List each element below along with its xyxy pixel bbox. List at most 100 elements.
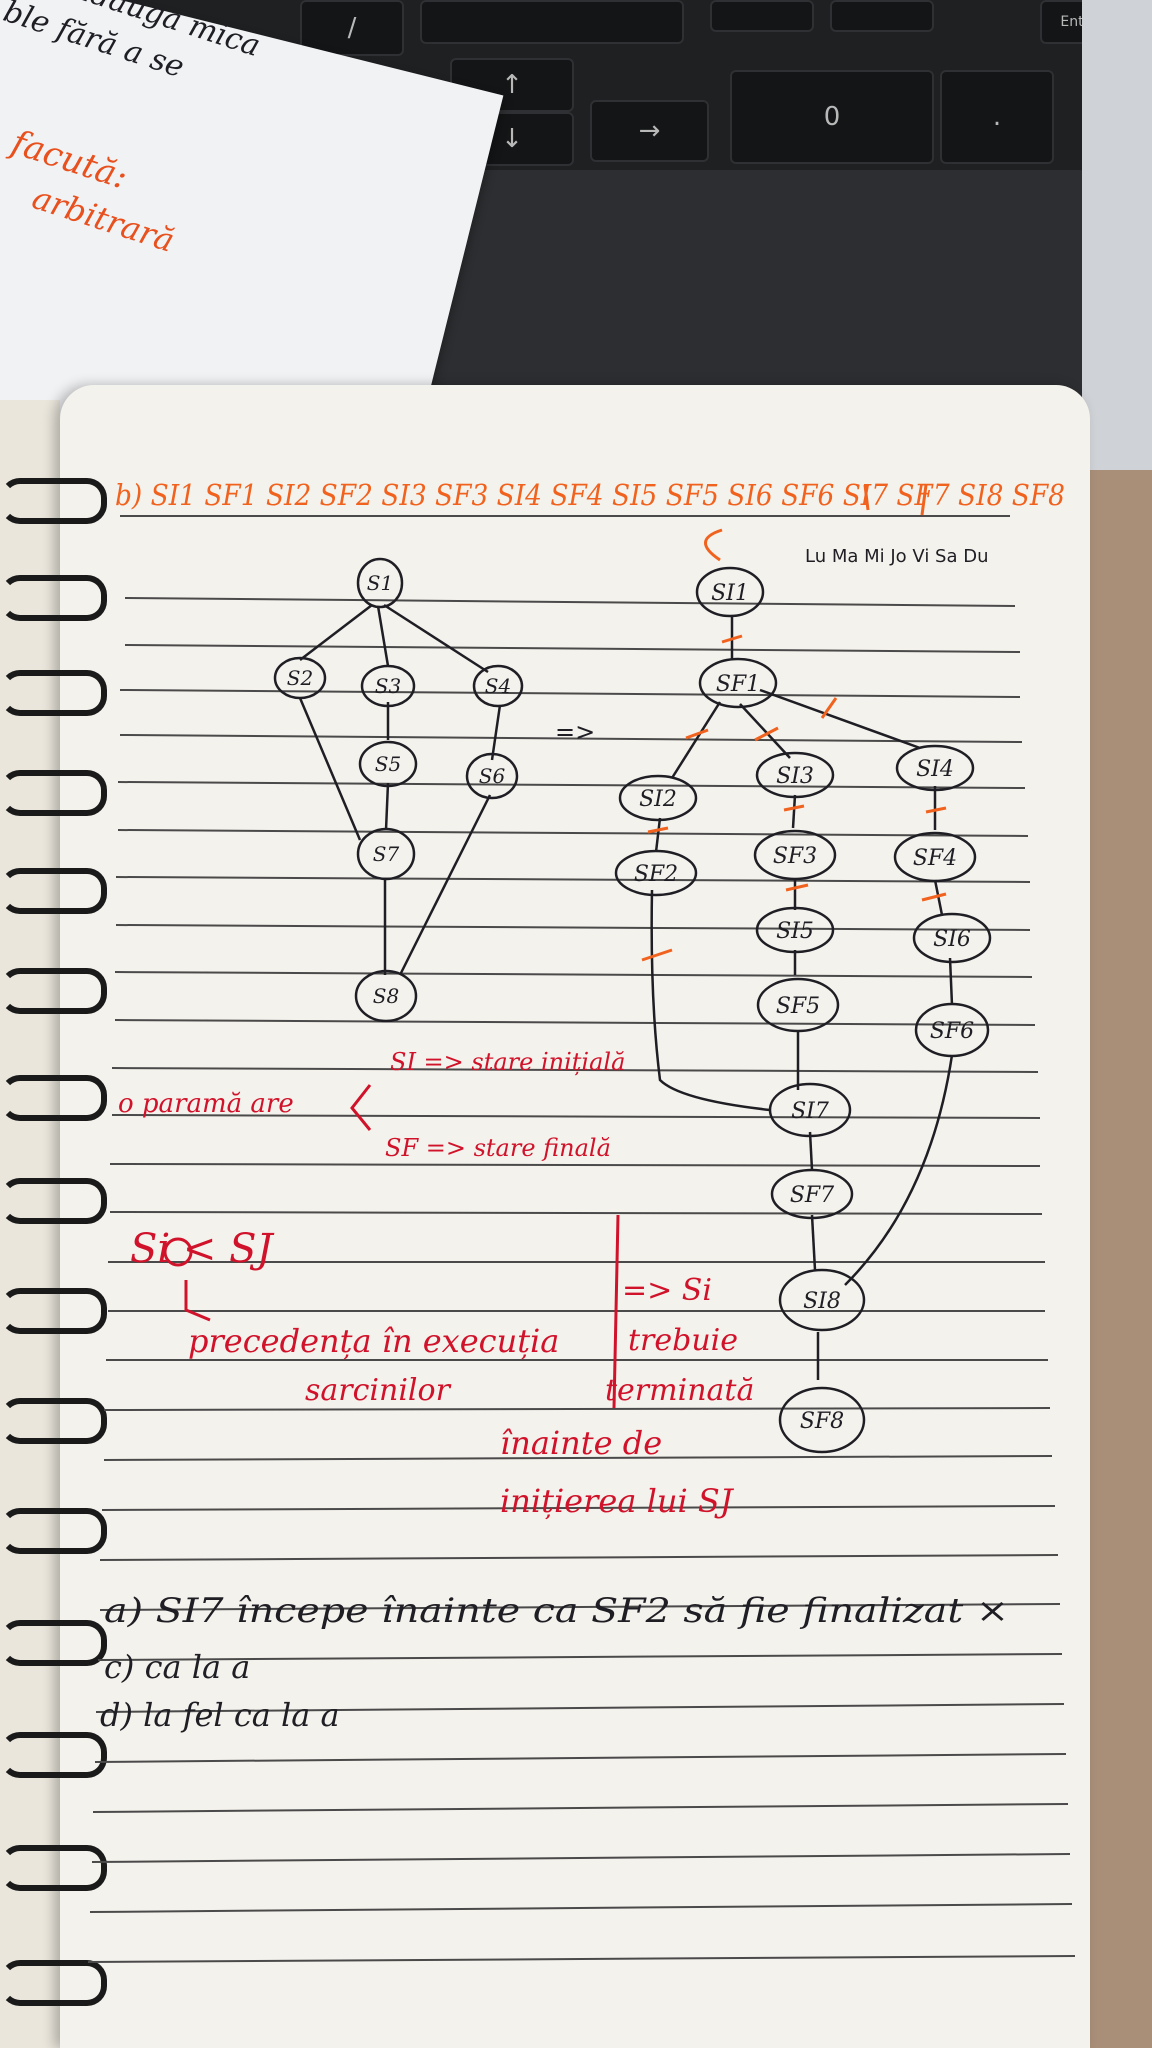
- graph-node: SI8: [778, 1268, 866, 1332]
- key-label: ↑: [501, 70, 523, 100]
- graph-node: S8: [354, 969, 418, 1023]
- spiral-ring: [0, 670, 107, 716]
- laptop-edge: [1082, 0, 1152, 470]
- node-label: SF6: [930, 1019, 974, 1044]
- si-definition: SI => stare inițială: [390, 1048, 625, 1076]
- graph-node: S6: [465, 752, 519, 800]
- spiral-ring: [0, 478, 107, 524]
- node-label: SF7: [790, 1183, 834, 1208]
- graph-node: SI1: [695, 566, 765, 618]
- graph-node: S2: [273, 656, 327, 700]
- graph-node: SI5: [755, 906, 835, 954]
- graph-node: SI6: [912, 912, 992, 964]
- graph-node: SI7: [768, 1082, 852, 1138]
- precedence-text: precedența în execuția: [188, 1322, 559, 1360]
- sf-definition: SF => stare finală: [385, 1134, 611, 1162]
- spiral-ring: [0, 1398, 107, 1444]
- node-label: S2: [287, 666, 313, 690]
- ruled-lines: [87, 515, 1076, 1963]
- top-key: [830, 0, 934, 32]
- graph-node: SF5: [756, 977, 840, 1033]
- implication-text: inițierea lui SJ: [500, 1482, 735, 1520]
- node-label: SI2: [639, 787, 677, 812]
- graph-node: S1: [356, 557, 404, 609]
- answer-c: c) ca la a: [104, 1648, 250, 1686]
- spiral-ring: [0, 1508, 107, 1554]
- graph-node: SF1: [698, 657, 778, 709]
- node-label: S8: [373, 984, 399, 1008]
- touchpad: [400, 170, 1090, 400]
- spiral-ring: [0, 1075, 107, 1121]
- answer-d: d) la fel ca la a: [100, 1696, 340, 1734]
- spiral-ring: [0, 868, 107, 914]
- node-label: SF3: [773, 844, 817, 869]
- key-label: ↓: [501, 124, 523, 154]
- node-label: SI1: [711, 581, 749, 606]
- spiral-ring: [0, 1178, 107, 1224]
- graph-node: SF4: [893, 831, 977, 883]
- graph-node: S7: [356, 827, 416, 881]
- node-label: S5: [375, 752, 401, 776]
- weekday-strip: Lu Ma Mi Jo Vi Sa Du: [805, 546, 989, 567]
- zero-key: 0: [730, 70, 934, 164]
- key-label: 0: [823, 102, 841, 132]
- node-label: S4: [485, 674, 511, 698]
- graph-node: S5: [358, 740, 418, 788]
- spiral-ring: [0, 770, 107, 816]
- graph-node: S3: [360, 664, 416, 708]
- node-label: S6: [479, 764, 506, 788]
- node-label: SI8: [803, 1289, 841, 1314]
- implication-text: înainte de: [500, 1424, 662, 1462]
- arrow-right-key: →: [590, 100, 709, 162]
- answers: a) SI7 începe înainte ca SF2 să fie fina…: [100, 1591, 1009, 1734]
- graph-node: SI3: [755, 751, 835, 799]
- node-label: SF4: [913, 846, 957, 871]
- node-label: S1: [367, 571, 393, 595]
- orange-curl: [704, 528, 723, 562]
- node-label: SI4: [916, 757, 954, 782]
- key-label: .: [992, 102, 1002, 132]
- spiral-ring: [0, 575, 107, 621]
- right-graph-nodes: SI1 SF1 SI2 SI3 SI4 SF2 SF3 SF4 SI5 SI6 …: [614, 566, 992, 1454]
- graph-node: S4: [472, 664, 524, 708]
- key-label: /: [347, 13, 357, 43]
- slash-key: /: [300, 0, 404, 56]
- spiral-ring: [0, 968, 107, 1014]
- node-label: SI6: [933, 927, 971, 952]
- period-key: .: [940, 70, 1054, 164]
- implication-text: => Si: [622, 1273, 712, 1308]
- left-graph-nodes: S1 S2 S3 S4 S5 S6 S7 S8: [273, 557, 524, 1023]
- node-label: S3: [375, 674, 401, 698]
- node-label: SF8: [800, 1409, 844, 1434]
- spiral-ring: [0, 1845, 107, 1891]
- node-label: SF2: [634, 862, 678, 887]
- node-label: SI7: [791, 1099, 829, 1124]
- node-label: SI3: [776, 764, 814, 789]
- top-key: [710, 0, 814, 32]
- spiral-ring: [0, 1960, 107, 2006]
- node-label: SF1: [716, 672, 760, 697]
- red-strokes: [163, 1084, 620, 1409]
- notebook-page: [60, 385, 1090, 2048]
- implies-arrow: =>: [555, 718, 595, 746]
- wide-key: [420, 0, 684, 44]
- precedence-text: sarcinilor: [305, 1373, 452, 1408]
- implication-text: trebuie: [628, 1323, 738, 1358]
- parama-label: o paramă are: [118, 1089, 294, 1119]
- graph-node: SF3: [753, 829, 837, 881]
- implication-text: terminată: [605, 1373, 754, 1408]
- orange-ticks: [641, 484, 947, 962]
- graph-node: SF8: [778, 1386, 866, 1454]
- spiral-ring: [0, 1288, 107, 1334]
- graph-node: SI2: [618, 774, 698, 822]
- spiral-ring: [0, 1620, 107, 1666]
- key-label: →: [638, 116, 661, 146]
- key-label: Ent: [1060, 14, 1084, 30]
- graph-node: SF7: [770, 1168, 854, 1220]
- left-graph-edges: [298, 603, 502, 976]
- precedence-formula: Si < SJ: [130, 1226, 275, 1272]
- node-label: S7: [373, 842, 400, 866]
- graph-node: SF6: [914, 1002, 990, 1058]
- node-label: SF5: [776, 994, 820, 1019]
